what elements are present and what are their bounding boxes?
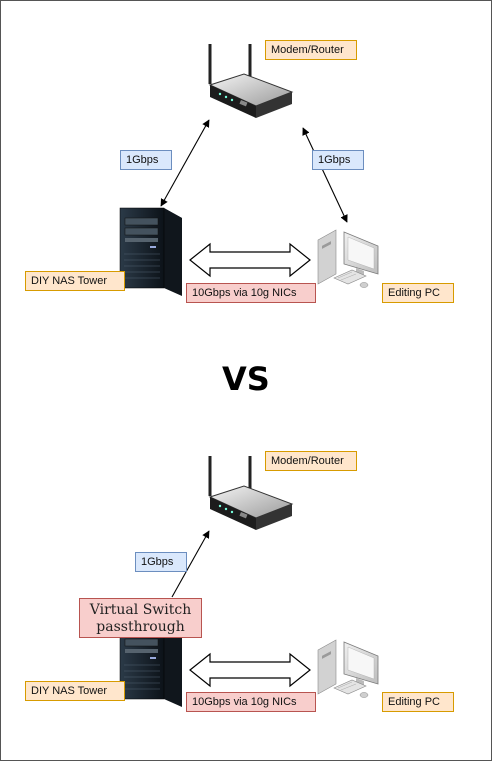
link-nas-router — [160, 119, 210, 207]
pc-label: Editing PC — [382, 692, 454, 712]
vs-heading: VS — [222, 360, 270, 398]
link-pc-router — [302, 127, 348, 223]
link-speed-label: 1Gbps — [135, 552, 187, 572]
router-label: Modem/Router — [265, 40, 357, 60]
link-switch-router — [171, 530, 210, 598]
nic-link-label: 10Gbps via 10g NICs — [186, 283, 316, 303]
nas-label: DIY NAS Tower — [25, 681, 125, 701]
router-label: Modem/Router — [265, 451, 357, 471]
server-tower-icon — [119, 207, 183, 297]
nic-link-label: 10Gbps via 10g NICs — [186, 692, 316, 712]
link-speed-label: 1Gbps — [120, 150, 172, 170]
high-speed-link — [189, 242, 311, 278]
pc-label: Editing PC — [382, 283, 454, 303]
desktop-pc-icon — [317, 229, 379, 288]
link-speed-label: 1Gbps — [312, 150, 364, 170]
high-speed-link — [189, 652, 311, 688]
desktop-pc-icon — [317, 639, 379, 698]
nas-label: DIY NAS Tower — [25, 271, 125, 291]
virtual-switch-label: Virtual Switch passthrough — [79, 598, 202, 638]
